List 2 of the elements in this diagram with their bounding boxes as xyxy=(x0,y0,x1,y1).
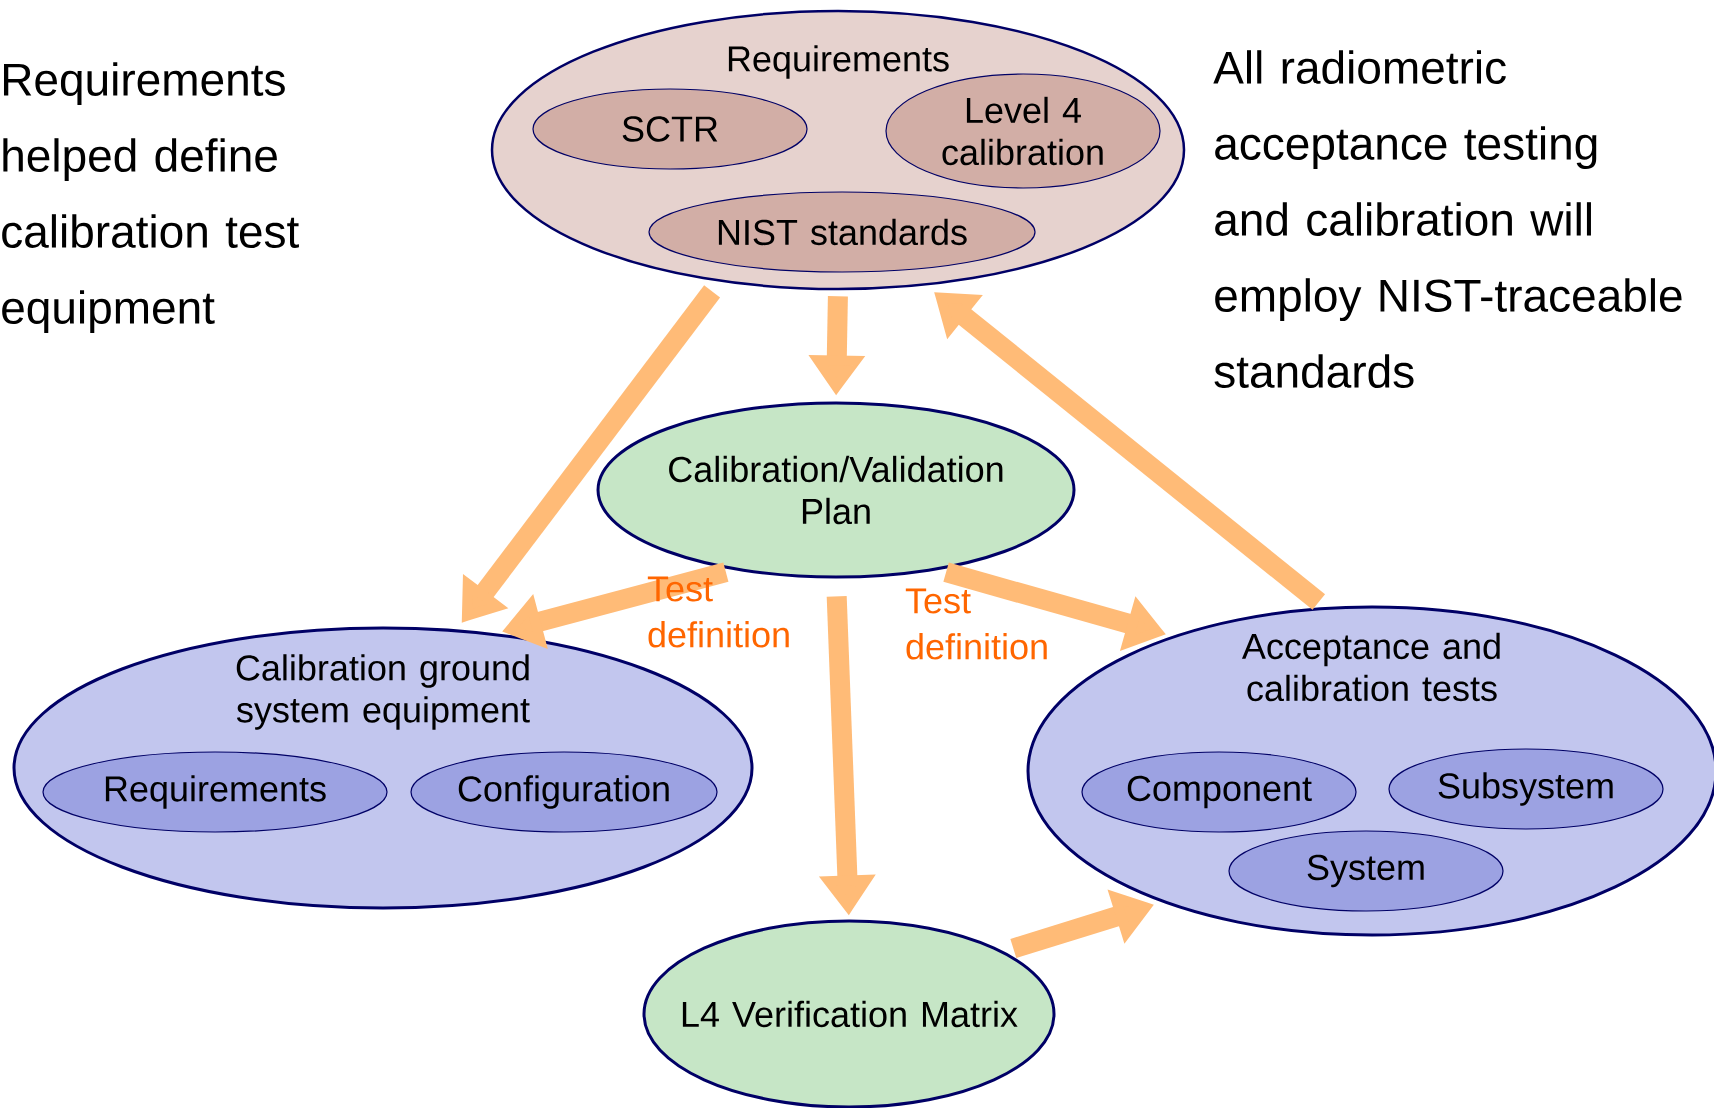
note-text: All radiometric acceptance testing and calibration will employ NIST-traceable standards xyxy=(1213,50,1682,388)
note-text: Requirements helped define calibration test equipment xyxy=(2,62,299,334)
